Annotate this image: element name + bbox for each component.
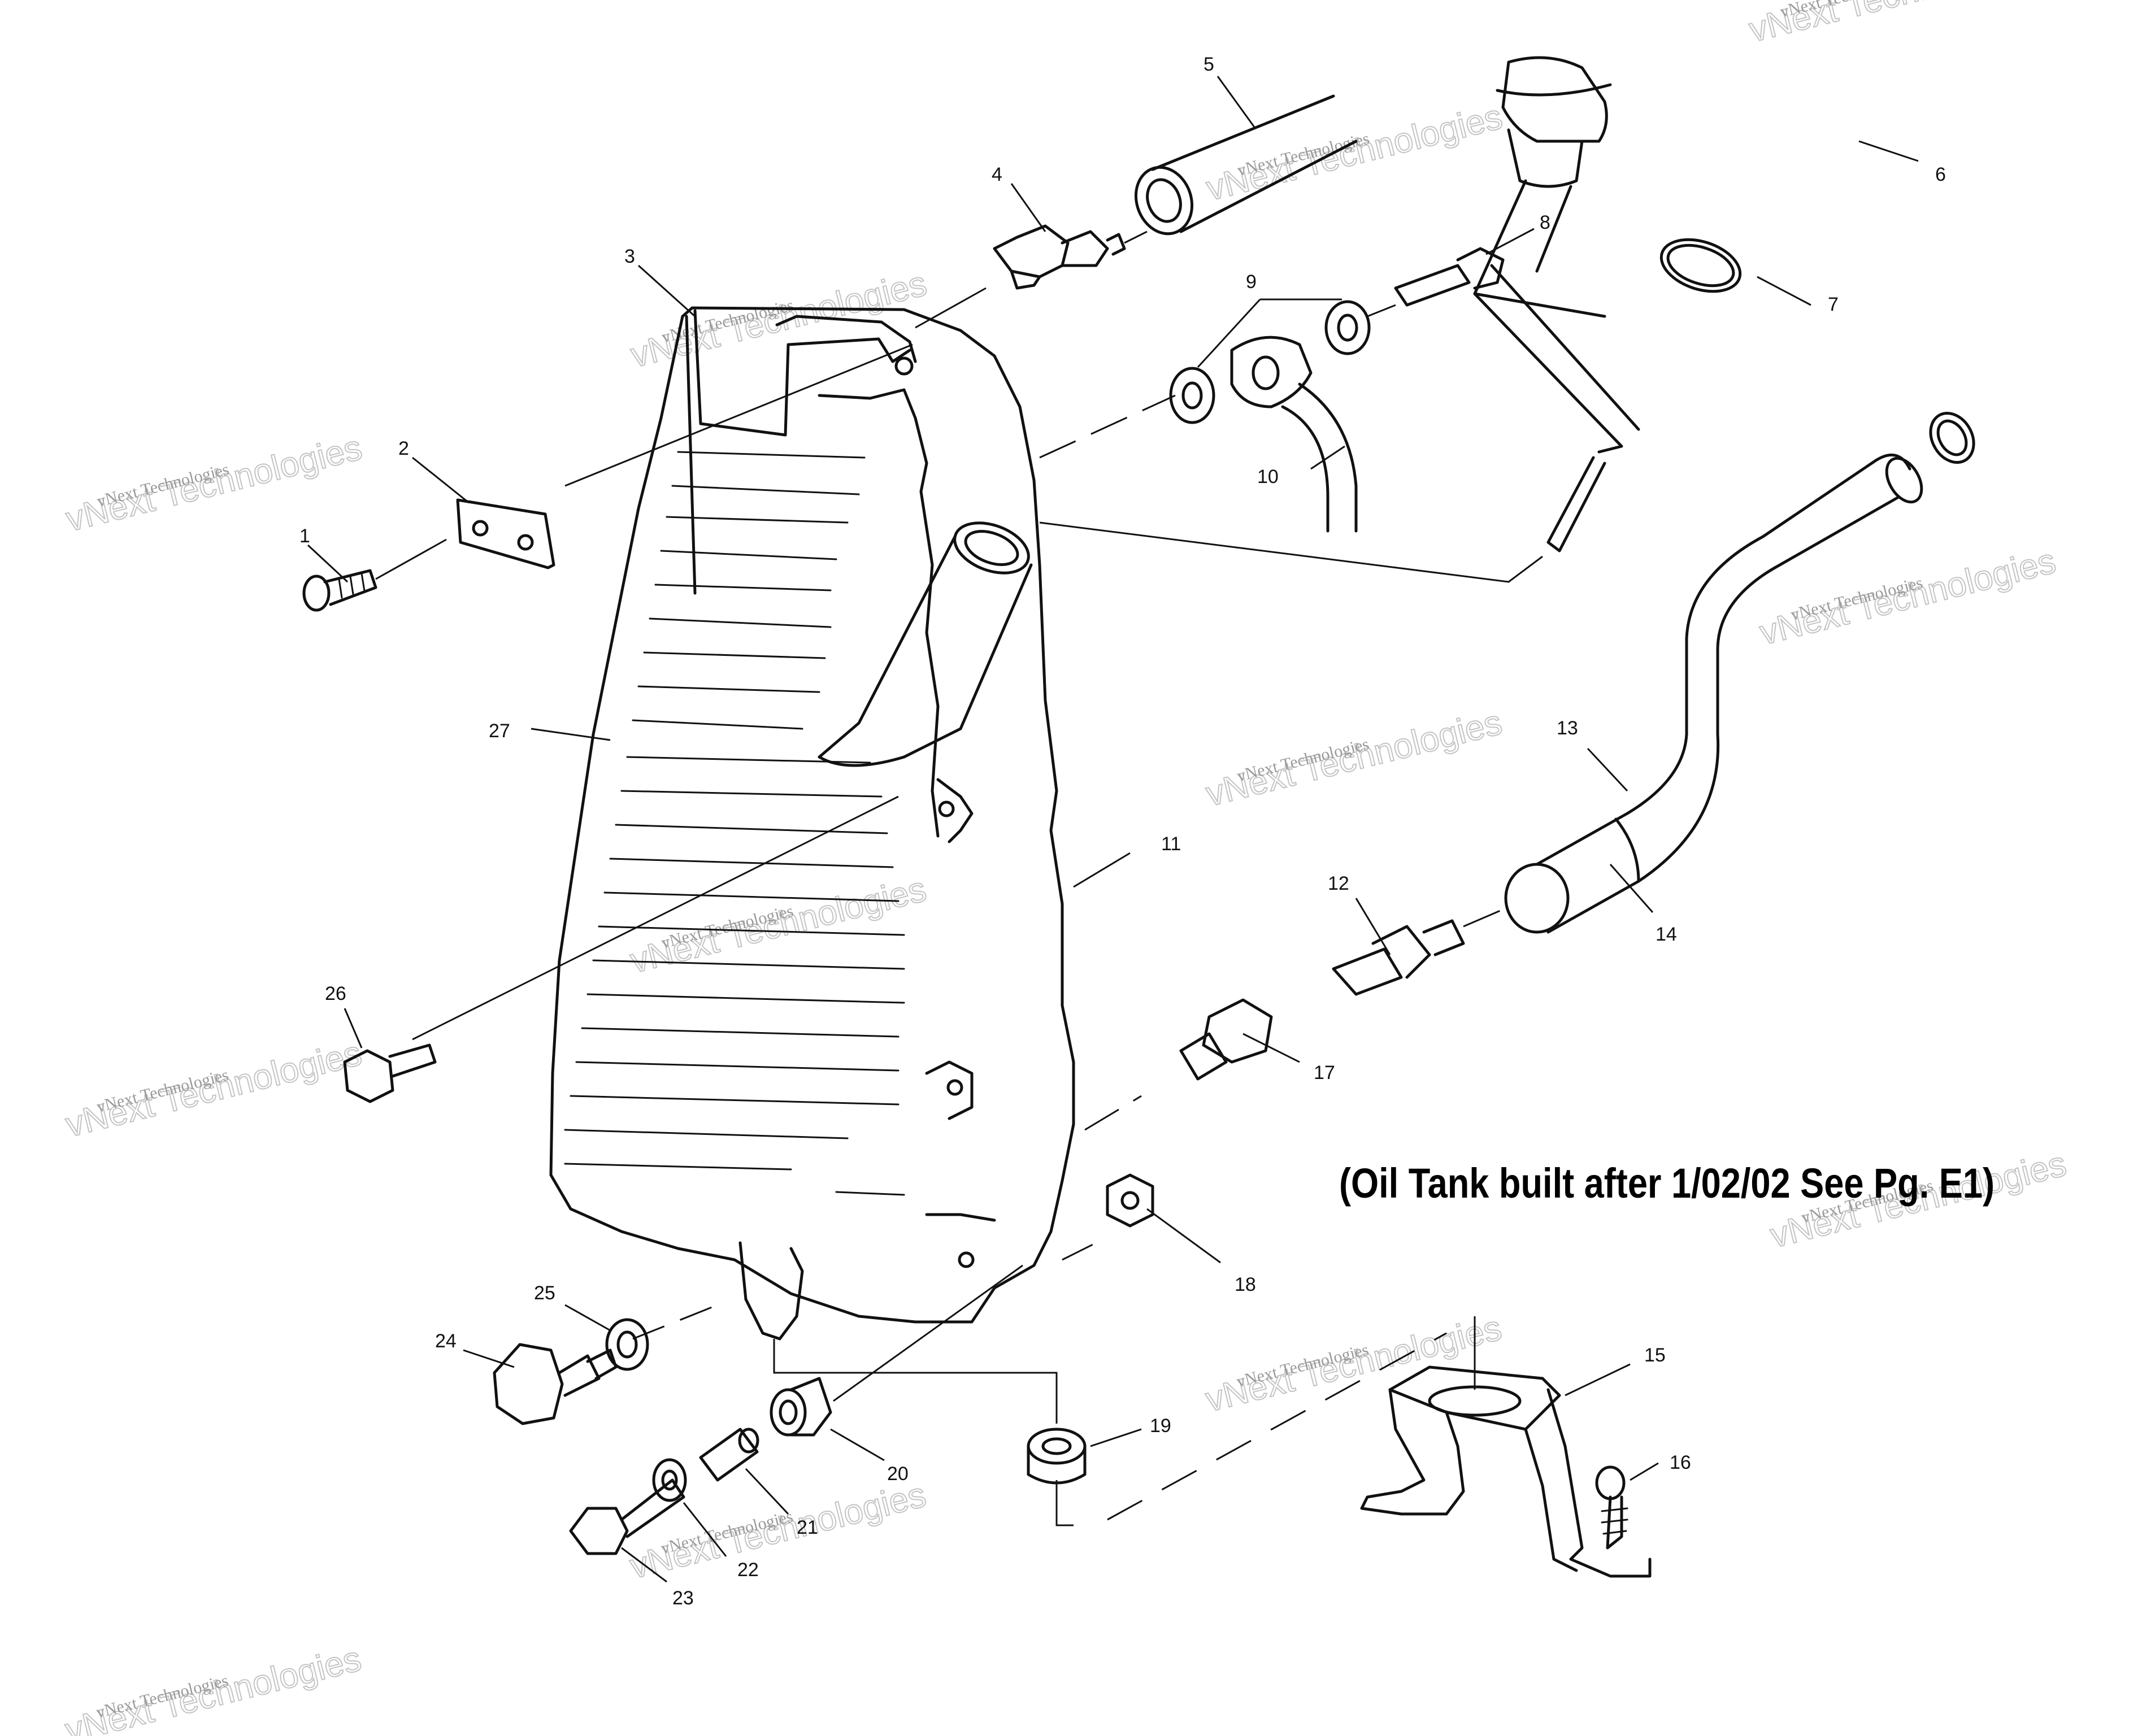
callout-6: 6: [1935, 164, 1946, 185]
callout-18: 18: [1235, 1274, 1256, 1295]
label-leaders: [307, 76, 1919, 1583]
watermark-outline: vNext Technologies: [627, 869, 930, 981]
callout-12: 12: [1328, 873, 1349, 894]
callout-labels: 1 2 3 4 5 6 7 8 9 10 11 12 13 14 15 16 1…: [299, 54, 1946, 1609]
watermark-outline: vNext Technologies: [1756, 542, 2060, 653]
tank-ribs: [564, 451, 905, 1196]
callout-3: 3: [624, 246, 635, 267]
part-13-oil-hose: [1504, 453, 1923, 934]
part-10-banjo-line: [1230, 336, 1358, 533]
part-19-grommet: [1027, 1428, 1087, 1485]
part-4-fitting: [993, 224, 1126, 290]
callout-22: 22: [737, 1559, 759, 1581]
part-6-dipstick: [1473, 56, 1640, 552]
watermark-outline: vNext Technologies: [62, 428, 366, 539]
part-2-bracket: [456, 498, 555, 569]
watermark-outline: vNext Technologies: [626, 1475, 929, 1586]
callout-8: 8: [1540, 212, 1550, 233]
callout-16: 16: [1670, 1452, 1691, 1473]
watermark-outline: vNext Technologies: [1202, 97, 1506, 208]
callout-5: 5: [1203, 54, 1214, 75]
part-22-washer: [652, 1458, 687, 1502]
leader-line: [915, 287, 987, 329]
part-9-washers: [1169, 300, 1371, 424]
callout-13: 13: [1557, 717, 1578, 739]
callout-27: 27: [489, 720, 510, 742]
watermark-outline: vNext Technologies: [62, 1034, 365, 1145]
hose-clamp-washer: [1929, 411, 1975, 464]
leader-line: [375, 538, 447, 580]
watermark-outline: vNext Technologies: [1202, 703, 1506, 814]
assembly-lines: [412, 304, 1543, 1526]
part-25-washer: [605, 1318, 649, 1371]
part-18-nut: [1106, 1173, 1154, 1228]
callout-21: 21: [797, 1517, 818, 1538]
callout-10: 10: [1257, 466, 1279, 488]
callout-24: 24: [435, 1330, 457, 1352]
part-1-screw: [302, 569, 377, 612]
callout-1: 1: [299, 525, 310, 547]
part-12-fitting: [1332, 919, 1465, 996]
callout-15: 15: [1644, 1345, 1666, 1366]
callout-20: 20: [887, 1463, 909, 1485]
part-21-spacer: [699, 1428, 759, 1482]
leader-line: [1124, 230, 1148, 244]
callout-17: 17: [1314, 1062, 1335, 1084]
callout-11: 11: [1161, 833, 1181, 855]
part-23-bolt: [569, 1478, 685, 1555]
callout-14: 14: [1656, 924, 1677, 945]
part-16-screw: [1595, 1465, 1628, 1550]
watermark-outline: vNext Technologies: [1202, 1308, 1505, 1420]
part-7-o-ring: [1659, 238, 1742, 293]
part-8-bolt: [1394, 247, 1505, 307]
part-17-drain-plug: [1179, 998, 1273, 1081]
callout-2: 2: [398, 438, 409, 459]
filler-neck: [818, 521, 1033, 767]
callout-19: 19: [1150, 1415, 1171, 1437]
part-24-drain-bolt: [493, 1343, 618, 1425]
part-5-hose: [1134, 94, 1358, 236]
callout-4: 4: [992, 164, 1002, 185]
part-26-bolt: [343, 1043, 437, 1103]
callout-9: 9: [1246, 271, 1257, 293]
part-20-grommet: [770, 1377, 832, 1437]
callout-26: 26: [325, 983, 346, 1004]
callout-25: 25: [534, 1282, 555, 1304]
oil-tank: [549, 306, 1075, 1341]
callout-7: 7: [1828, 294, 1839, 315]
revision-note: (Oil Tank built after 1/02/02 See Pg. E1…: [1339, 1160, 1995, 1207]
callout-23: 23: [672, 1587, 694, 1609]
